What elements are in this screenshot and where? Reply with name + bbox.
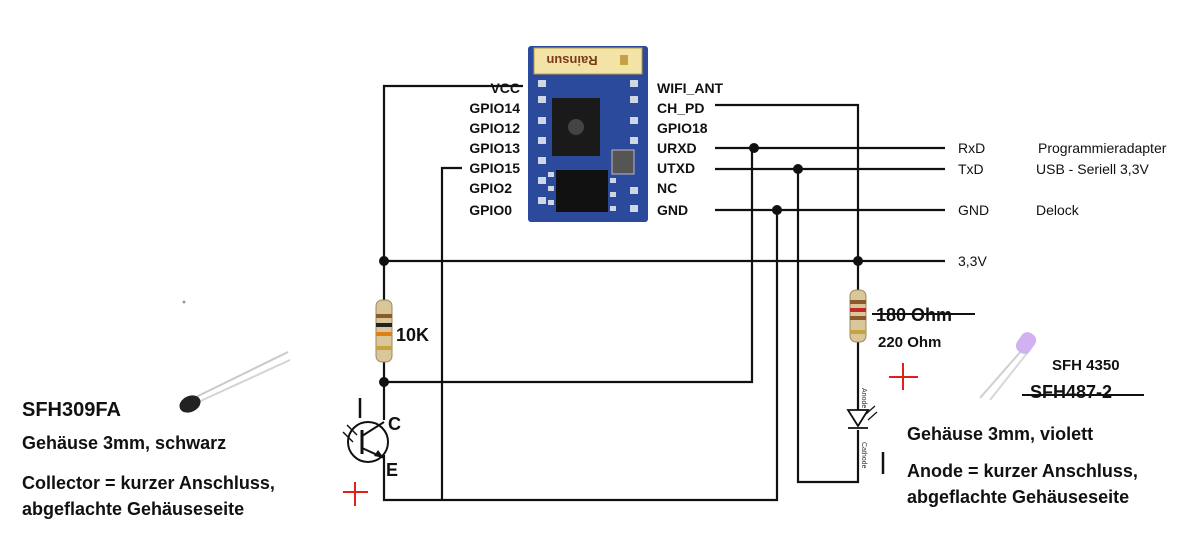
- emitter-label: E: [386, 460, 398, 480]
- adapter-gnd: GND: [958, 202, 989, 218]
- pin-gpio18: GPIO18: [657, 120, 708, 136]
- collector-label: C: [388, 414, 401, 434]
- led-photo: [979, 332, 1037, 401]
- pullup-value: 10K: [396, 325, 429, 345]
- crystal: [611, 149, 635, 175]
- adapter-txd: TxD: [958, 161, 984, 177]
- flash-chip: [556, 170, 608, 212]
- wires: [382, 84, 945, 502]
- pin-gpio12: GPIO12: [469, 120, 520, 136]
- transistor-case: Gehäuse 3mm, schwarz: [22, 433, 226, 453]
- pin-gpio14: GPIO14: [469, 100, 520, 116]
- anode-tag: Anode: [860, 388, 867, 408]
- led-symbol: [846, 405, 885, 474]
- transistor-note-1: Collector = kurzer Anschluss,: [22, 473, 275, 493]
- pin-nc: NC: [657, 180, 677, 196]
- pin-gpio0: GPIO0: [469, 202, 512, 218]
- pin-vcc: VCC: [490, 80, 520, 96]
- junction-dots: [379, 143, 863, 387]
- pin-wifi-ant: WIFI_ANT: [657, 80, 724, 96]
- led-note-2: abgeflachte Gehäuseseite: [907, 487, 1129, 507]
- pullup-resistor: [375, 299, 393, 363]
- led-case: Gehäuse 3mm, violett: [907, 424, 1093, 444]
- transistor-part: SFH309FA: [22, 399, 121, 421]
- cathode-tag: Cathode: [860, 442, 867, 469]
- pin-ch-pd: CH_PD: [657, 100, 704, 116]
- led-resistor-new: 220 Ohm: [878, 334, 941, 351]
- module-brand: Rainsun: [546, 53, 597, 68]
- adapter-desc-1: Programmieradapter: [1038, 140, 1167, 156]
- adapter-3v3: 3,3V: [958, 253, 987, 269]
- adapter-rxd: RxD: [958, 140, 985, 156]
- pin-gpio13: GPIO13: [469, 140, 520, 156]
- led-part-new: SFH 4350: [1052, 357, 1120, 374]
- adapter-desc-2: USB - Seriell 3,3V: [1036, 161, 1149, 177]
- phototransistor-photo: [179, 300, 291, 413]
- pin-utxd: UTXD: [657, 160, 695, 176]
- pin-urxd: URXD: [657, 140, 697, 156]
- led-part-old: SFH487-2: [1030, 382, 1112, 402]
- adapter-desc-3: Delock: [1036, 202, 1080, 218]
- esp-module: Rainsun: [465, 46, 730, 222]
- pin-gnd: GND: [657, 202, 688, 218]
- pin-gpio2: GPIO2: [469, 180, 512, 196]
- phototransistor-symbol: [342, 398, 389, 506]
- transistor-note-2: abgeflachte Gehäuseseite: [22, 499, 244, 519]
- led-resistor: [849, 289, 867, 343]
- led-note-1: Anode = kurzer Anschluss,: [907, 461, 1138, 481]
- pin-gpio15: GPIO15: [469, 160, 520, 176]
